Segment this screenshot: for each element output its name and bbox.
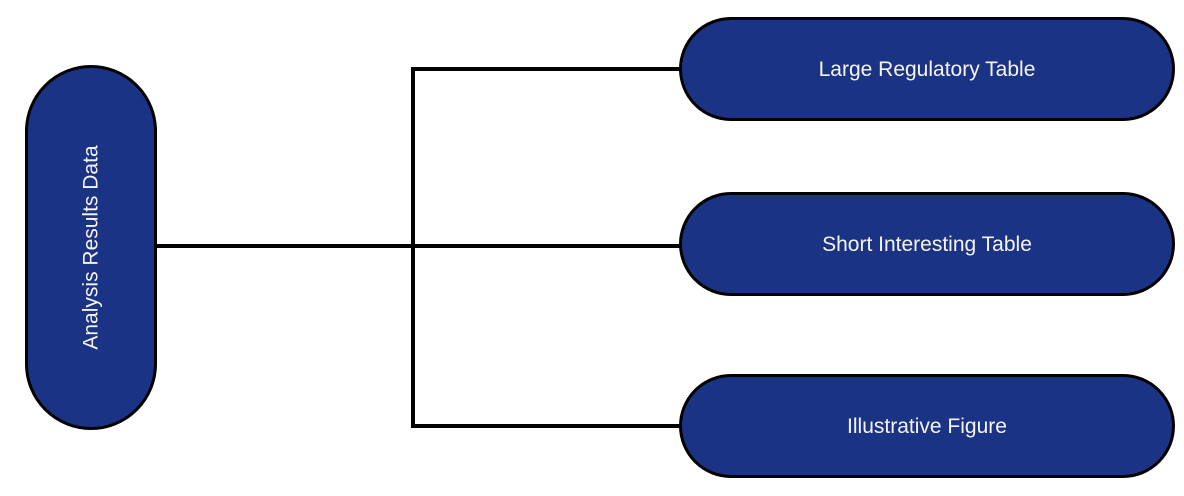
connector-to-large-regulatory-table: [411, 67, 681, 71]
node-illustrative-figure-label: Illustrative Figure: [847, 414, 1007, 438]
node-analysis-results-data: Analysis Results Data: [25, 65, 157, 430]
node-large-regulatory-table: Large Regulatory Table: [679, 17, 1175, 121]
node-short-interesting-table-label: Short Interesting Table: [822, 232, 1032, 256]
node-analysis-results-data-label: Analysis Results Data: [79, 145, 103, 350]
node-short-interesting-table: Short Interesting Table: [679, 192, 1175, 296]
node-large-regulatory-table-label: Large Regulatory Table: [818, 57, 1036, 81]
node-illustrative-figure: Illustrative Figure: [679, 374, 1175, 478]
connector-to-illustrative-figure: [411, 424, 681, 428]
connector-root-to-trunk: [154, 244, 681, 248]
